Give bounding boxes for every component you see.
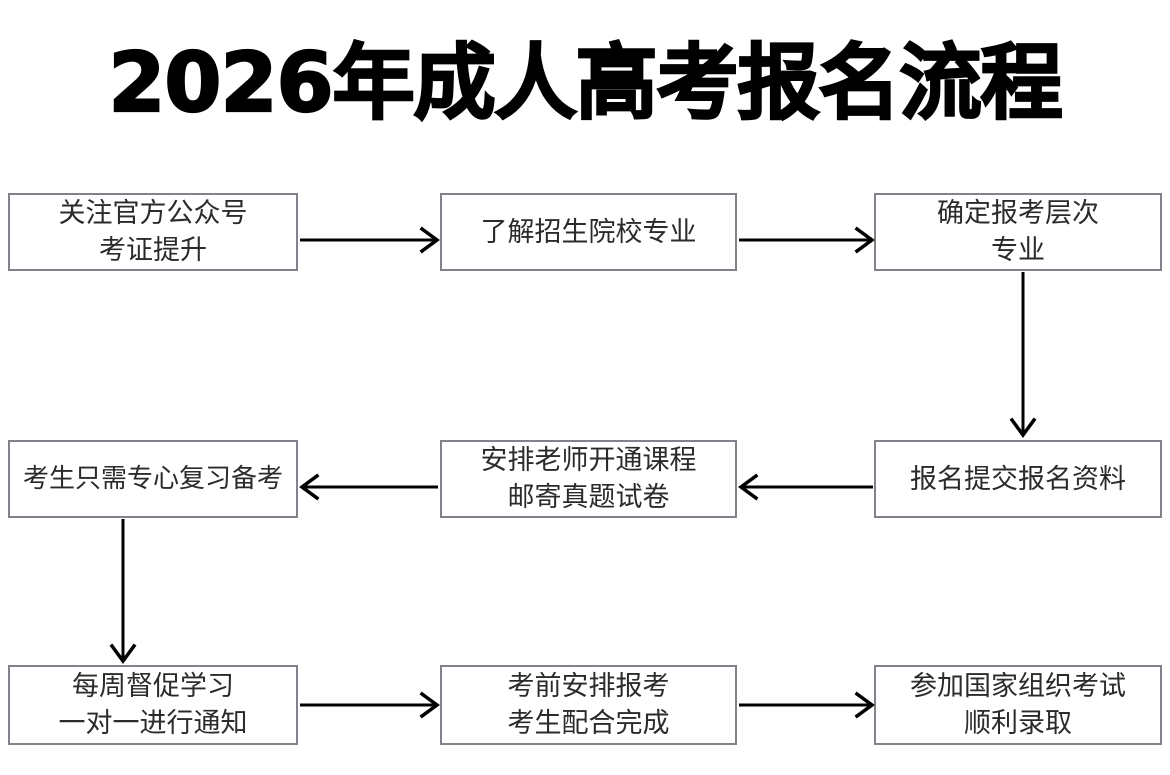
flow-node-8-line-2: 考生配合完成 [507, 708, 670, 739]
flow-node-5-line-2: 邮寄真题试卷 [507, 482, 670, 513]
flow-node-8[interactable]: 考前安排报考 考生配合完成 [440, 665, 737, 745]
flow-node-8-line-1: 考前安排报考 [507, 671, 670, 702]
flow-node-4-line-1: 考生只需专心复习备考 [22, 463, 283, 494]
flow-node-7-line-1: 每周督促学习 [72, 671, 234, 702]
flow-edge-3-to-6 [1000, 272, 1046, 442]
flow-node-9-line-1: 参加国家组织考试 [910, 671, 1126, 702]
flow-edge-7-to-8 [300, 685, 440, 725]
flow-node-3-line-2: 专业 [991, 235, 1045, 266]
flow-edge-4-to-7 [100, 519, 146, 667]
flow-edge-5-to-4 [299, 467, 440, 507]
flow-node-1-line-1: 关注官方公众号 [58, 198, 248, 229]
flow-node-1[interactable]: 关注官方公众号 考证提升 [8, 193, 298, 271]
flow-node-6[interactable]: 报名提交报名资料 [874, 440, 1162, 518]
flow-node-1-line-2: 考证提升 [99, 235, 207, 266]
flow-node-7[interactable]: 每周督促学习 一对一进行通知 [8, 665, 298, 745]
flow-edge-2-to-3 [739, 220, 875, 260]
flow-node-9-line-2: 顺利录取 [964, 708, 1072, 739]
flow-node-4[interactable]: 考生只需专心复习备考 [8, 440, 298, 518]
flow-node-2-line-1: 了解招生院校专业 [480, 216, 697, 248]
flow-node-5-line-1: 安排老师开通课程 [480, 445, 697, 476]
flow-node-5[interactable]: 安排老师开通课程 邮寄真题试卷 [440, 440, 737, 518]
flow-node-7-line-2: 一对一进行通知 [58, 708, 248, 739]
flow-edge-6-to-5 [738, 467, 875, 507]
flow-node-6-line-1: 报名提交报名资料 [910, 463, 1126, 495]
flow-node-3-line-1: 确定报考层次 [937, 198, 1099, 229]
page-title: 2026年成人高考报名流程 [107, 35, 1063, 132]
flow-edge-1-to-2 [300, 220, 440, 260]
flow-node-9[interactable]: 参加国家组织考试 顺利录取 [874, 665, 1162, 745]
flow-node-3[interactable]: 确定报考层次 专业 [874, 193, 1162, 271]
flow-node-2[interactable]: 了解招生院校专业 [440, 193, 737, 271]
flow-edge-8-to-9 [739, 685, 875, 725]
